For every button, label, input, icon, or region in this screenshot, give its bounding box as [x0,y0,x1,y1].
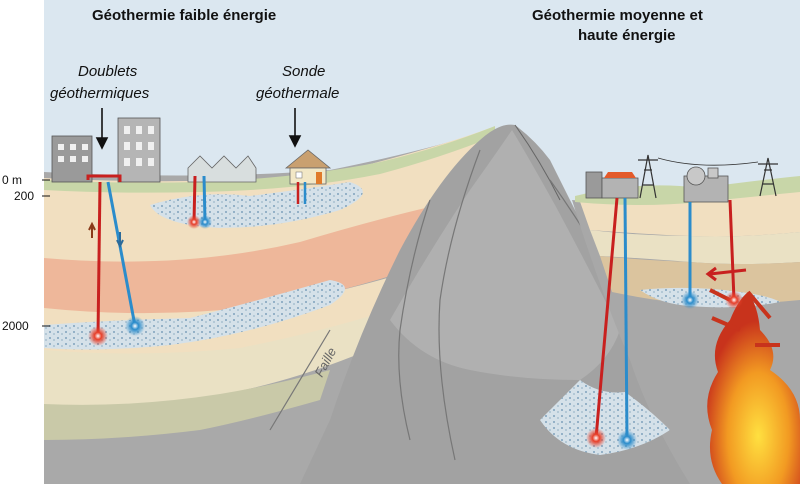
building-left [51,135,93,183]
title-medium-high-energy-line2: haute énergie [578,27,676,44]
depth-label-2000: 2000 [2,319,29,333]
depth-label-200: 200 [14,189,34,203]
power-plant-left [585,171,639,199]
power-plant-right [683,166,729,203]
building-tower [117,117,161,183]
callout-doublets-line1: Doublets [78,63,138,80]
deep-high-energy-wells [586,197,747,450]
magma-zone [707,288,800,484]
surface-ground [44,126,495,193]
shallow-doublet-wells [187,175,212,229]
callout-arrows [95,108,302,150]
title-low-energy: Géothermie faible énergie [92,7,276,24]
callout-sonde-line2: géothermale [256,85,339,102]
pylons [638,154,778,199]
deep-doublet-wells [86,174,145,346]
probe-wells [296,182,307,204]
depth-axis: 0 m 200 2000 [2,173,50,333]
greenhouses [187,155,257,183]
depth-label-surface: 0 m [2,173,22,187]
callout-sonde-line1: Sonde [282,63,325,80]
title-medium-high-energy-line1: Géothermie moyenne et [532,7,703,24]
house [284,149,332,185]
callout-doublets-line2: géothermiques [50,85,150,102]
